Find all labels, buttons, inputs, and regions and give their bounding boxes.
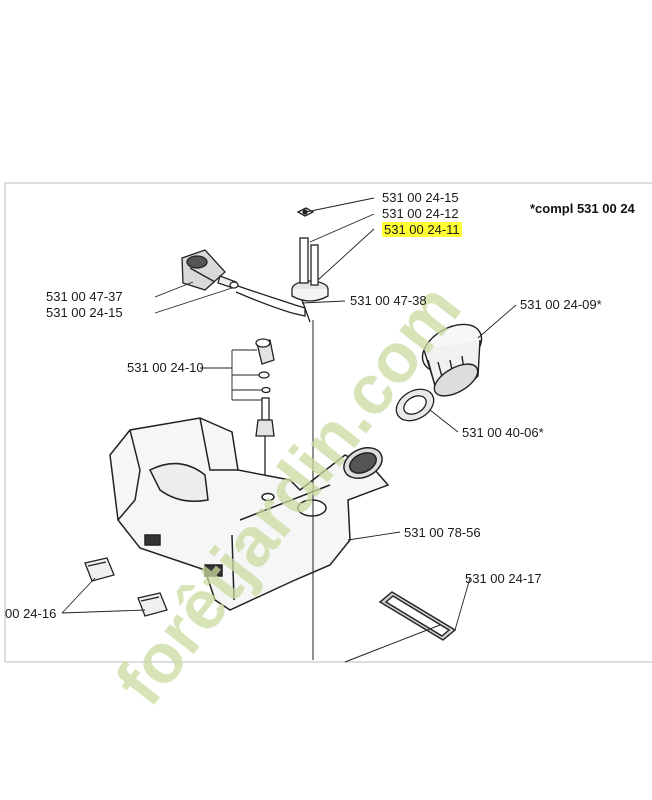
gasket-part — [395, 388, 435, 422]
label-531-00-24-09: 531 00 24-09* — [520, 297, 602, 312]
fuel-filter-part — [181, 249, 239, 291]
seal-axis-line — [344, 624, 441, 663]
label-531-00-47-37: 531 00 47-37 — [46, 289, 123, 304]
highlighted-part-number: 531 00 24-11 — [382, 222, 462, 237]
label-531-00-24-15-left: 531 00 24-15 — [46, 305, 123, 320]
label-531-00-24-15-top: 531 00 24-15 — [382, 190, 459, 205]
label-531-00-24-12: 531 00 24-12 — [382, 206, 459, 221]
breather-valve-part — [291, 207, 329, 302]
fuel-cap-part — [421, 323, 483, 397]
label-531-00-24-10: 531 00 24-10 — [127, 360, 204, 375]
label-531-00-24-11: 531 00 24-11 — [382, 222, 462, 237]
label-531-00-78-56: 531 00 78-56 — [404, 525, 481, 540]
complete-assembly-note: *compl 531 00 24 — [530, 201, 635, 216]
seal-part — [378, 591, 457, 641]
label-531-00-47-38: 531 00 47-38 — [350, 293, 427, 308]
label-531-00-40-06: 531 00 40-06* — [462, 425, 544, 440]
label-531-00-24-16: 00 24-16 — [5, 606, 57, 621]
rubber-foot-part-1 — [84, 557, 115, 582]
leader-lines — [61, 197, 517, 631]
fuel-hose-part — [235, 285, 311, 323]
fuel-tank-part — [109, 417, 390, 611]
label-531-00-24-17: 531 00 24-17 — [465, 571, 542, 586]
